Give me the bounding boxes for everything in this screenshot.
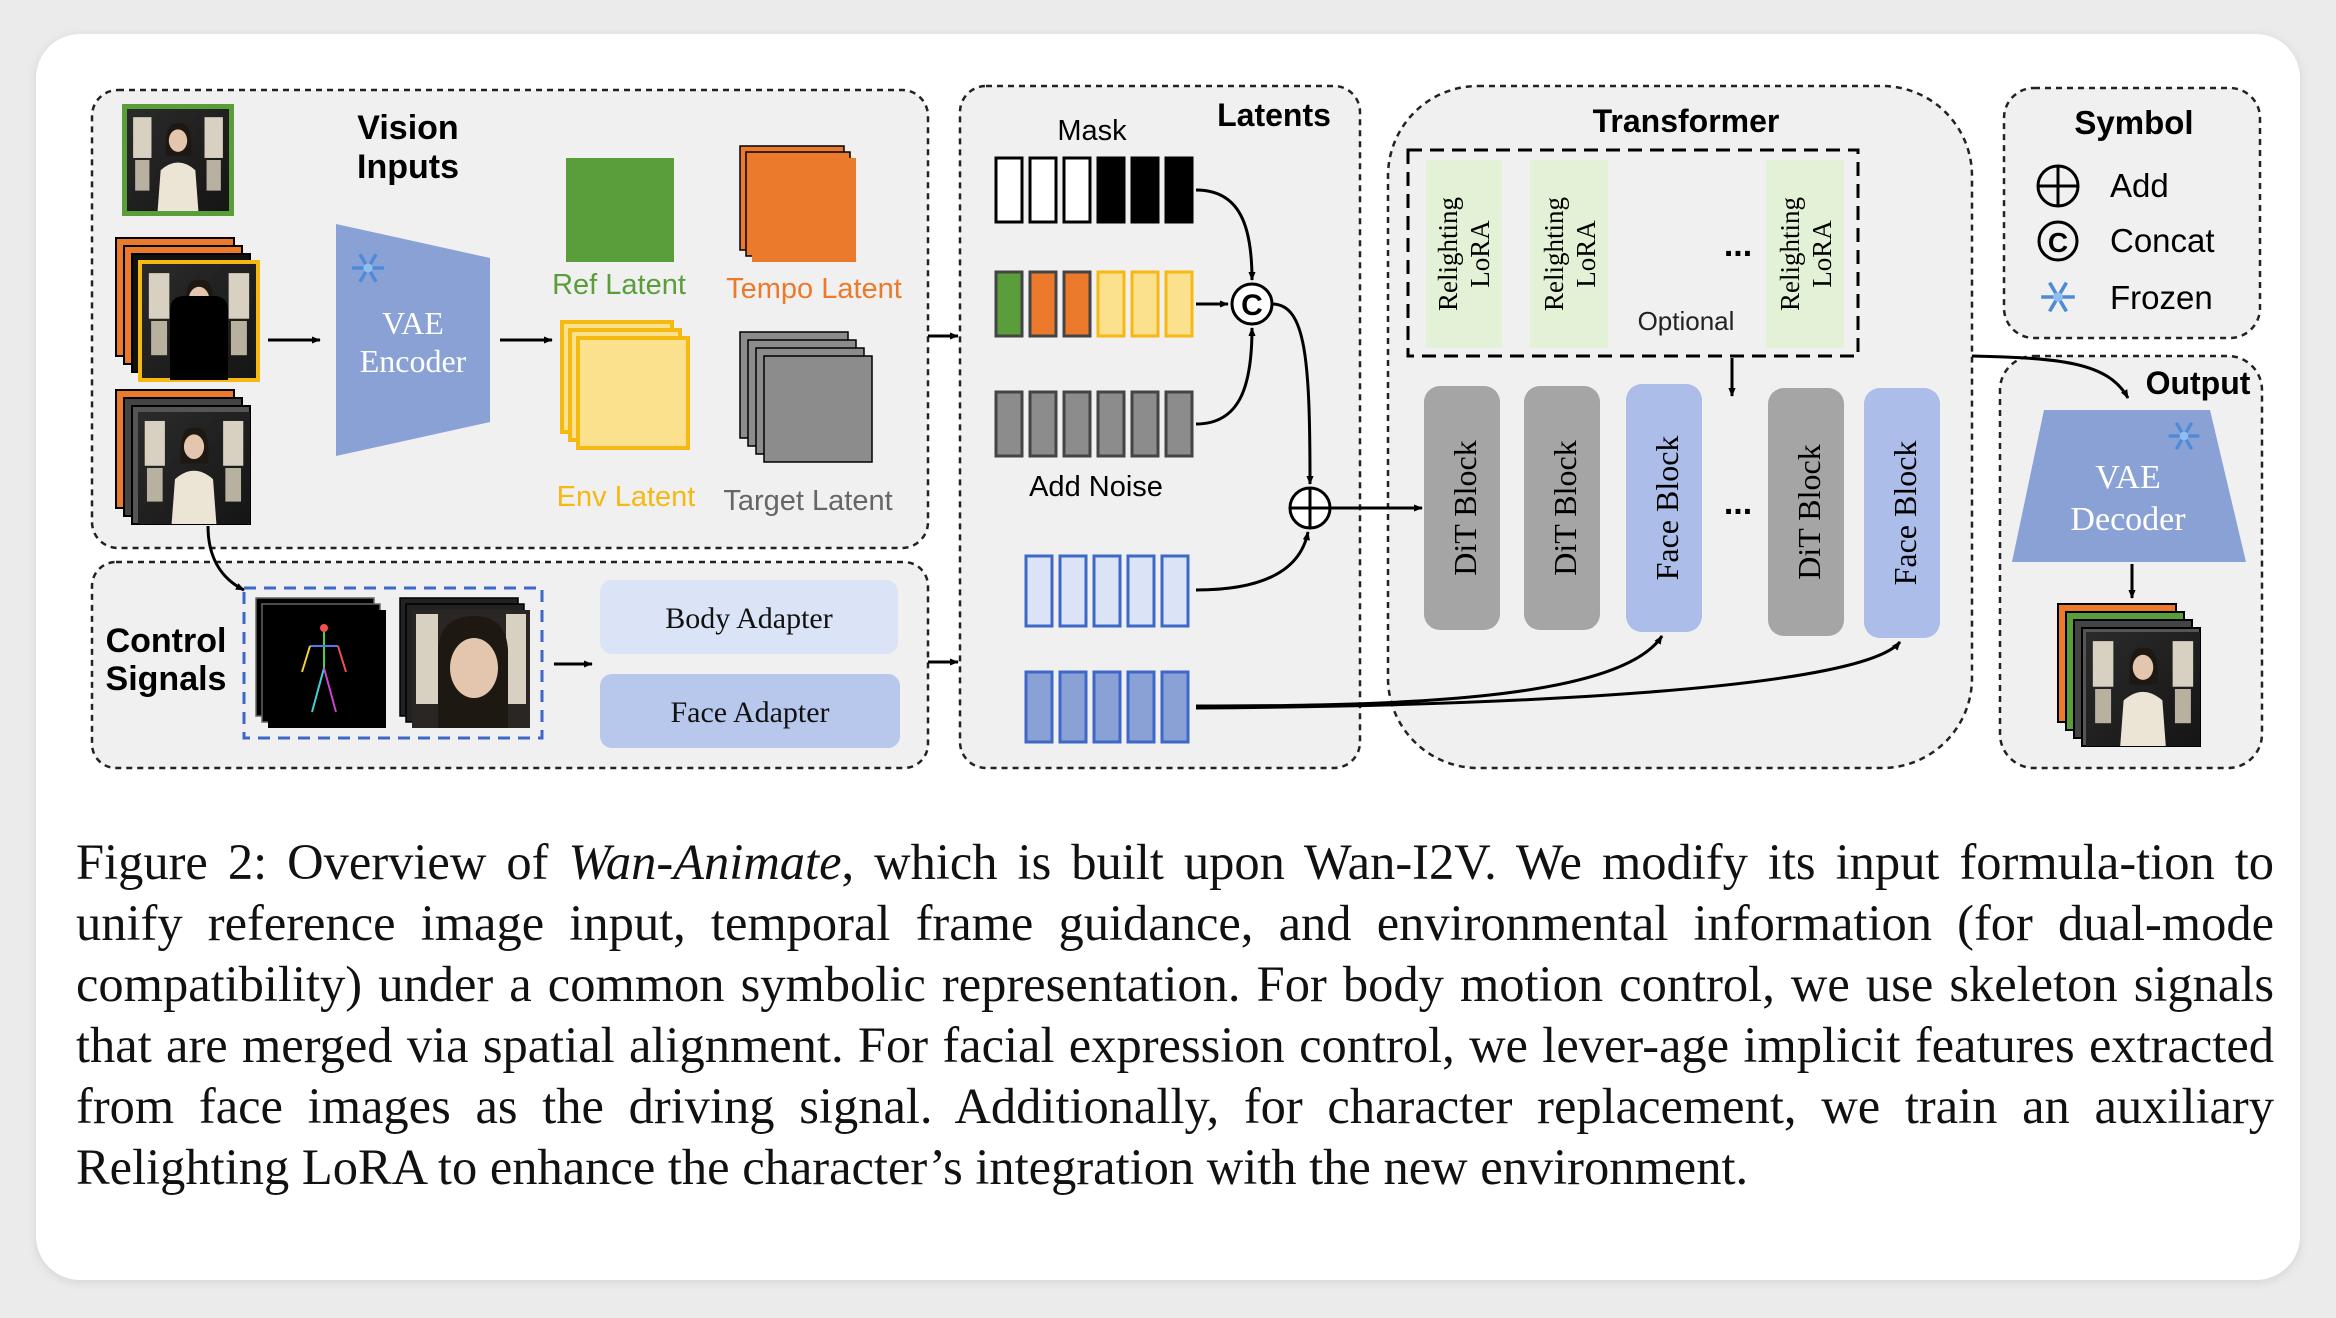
concat-symbol-icon [2037,220,2079,262]
target-to-control-arrow [206,525,245,592]
face-block-1 [1626,384,1702,632]
mask-to-concat-arrow [1195,188,1256,281]
add-icon [1288,486,1332,530]
target-frame-stack [115,389,251,525]
noise-latent-cells [994,390,1194,458]
lora-3-label-line2: LoRA [1807,220,1837,288]
tempo-latent-label: Tempo Latent [726,273,902,305]
mask-cells [994,156,1194,224]
target-latent-label: Target Latent [723,485,892,517]
vision-inputs-title-line2: Inputs [357,148,459,186]
face-adapter [600,674,900,748]
body-adapter-label: Body Adapter [665,602,832,635]
condition-latent-cells [994,270,1194,338]
frozen-symbol-label: Frozen [2110,279,2213,316]
lora-block-3: Relighting LoRA [1766,160,1844,348]
output-frame-stack [2057,603,2201,747]
lora-ellipsis: ... [1724,226,1752,264]
dit-block-1 [1424,386,1500,630]
lora-frame [1406,148,1860,358]
concat-symbol-label: Concat [2110,222,2215,259]
vae-encoder-label-line1: VAE [382,305,444,341]
dit-block-3 [1768,388,1844,636]
lora-1-label-line2: LoRA [1465,220,1495,288]
face-frames [399,597,530,728]
figure-caption: Figure 2: Overview of Wan-Animate, which… [76,832,2274,1198]
lora-block-2: Relighting LoRA [1530,160,1608,348]
architecture-diagram: Vision Inputs VAE Encoder Ref Latent Tem… [90,84,2264,770]
caption-model-name: Wan-Animate [568,834,842,890]
reference-image [122,104,234,216]
tempo-env-frame-stack [115,237,260,382]
vae-decoder [2012,410,2246,562]
symbol-title: Symbol [2074,104,2193,141]
output-title: Output [2146,365,2251,401]
transformer-title: Transformer [1593,103,1780,139]
lora-2-label-line1: Relighting [1539,197,1569,311]
face-adapter-label: Face Adapter [670,696,829,729]
face-latent-to-face-block-1-arrow [1195,635,1664,708]
caption-prefix: Figure 2: Overview of [76,834,569,890]
face-block-1-label: Face Block [1649,436,1685,581]
caption-body: , which is built upon Wan-I2V. We modify… [76,834,2275,1195]
body-latent-cells [1024,554,1190,628]
vision-inputs-title-line1: Vision [357,109,458,147]
add-symbol-icon [2036,164,2080,208]
mask-label: Mask [1057,115,1127,147]
dit-block-3-label: DiT Block [1791,444,1827,579]
face-latent-cells [1024,670,1190,744]
env-latent-block [560,320,690,450]
tempo-latent-block [739,145,856,262]
face-latent-to-face-block-2-arrow [1195,641,1902,710]
dit-block-1-label: DiT Block [1447,440,1483,575]
env-latent-label: Env Latent [557,481,696,513]
control-signals-title-line2: Signals [106,660,227,698]
body-to-add-arrow [1195,531,1310,592]
optional-label: Optional [1638,306,1735,336]
add-noise-label: Add Noise [1029,471,1163,503]
vae-encoder-label-line2: Encoder [360,343,467,379]
ref-latent-block [566,158,674,262]
skeleton-frames [255,597,386,728]
vae-decoder-label-line1: VAE [2095,459,2161,496]
face-block-2 [1864,388,1940,638]
add-symbol-label: Add [2110,167,2169,204]
concat-symbol-glyph: C [2048,227,2068,258]
vae-decoder-label-line2: Decoder [2070,501,2186,538]
concat-glyph: C [1241,289,1263,322]
body-adapter [600,580,898,654]
transformer-to-output-arrow [1971,354,2130,399]
symbol-panel [2002,86,2262,340]
target-latent-block [739,331,873,463]
latents-title: Latents [1217,97,1331,133]
lora-2-label-line2: LoRA [1571,220,1601,288]
lora-1-label-line1: Relighting [1433,197,1463,311]
control-signal-frame [242,586,544,740]
face-block-2-label: Face Block [1887,441,1923,586]
control-signals-title-line1: Control [106,622,227,660]
noise-to-concat-arrow [1195,327,1256,426]
dit-block-2-label: DiT Block [1547,440,1583,575]
concat-to-add-arrow [1271,302,1314,485]
vision-inputs-panel [90,88,930,550]
dit-block-2 [1524,386,1600,630]
lora-3-label-line1: Relighting [1775,197,1805,311]
blocks-ellipsis: ... [1724,484,1752,522]
lora-block-1: Relighting LoRA [1426,160,1502,348]
ref-latent-label: Ref Latent [552,269,686,301]
